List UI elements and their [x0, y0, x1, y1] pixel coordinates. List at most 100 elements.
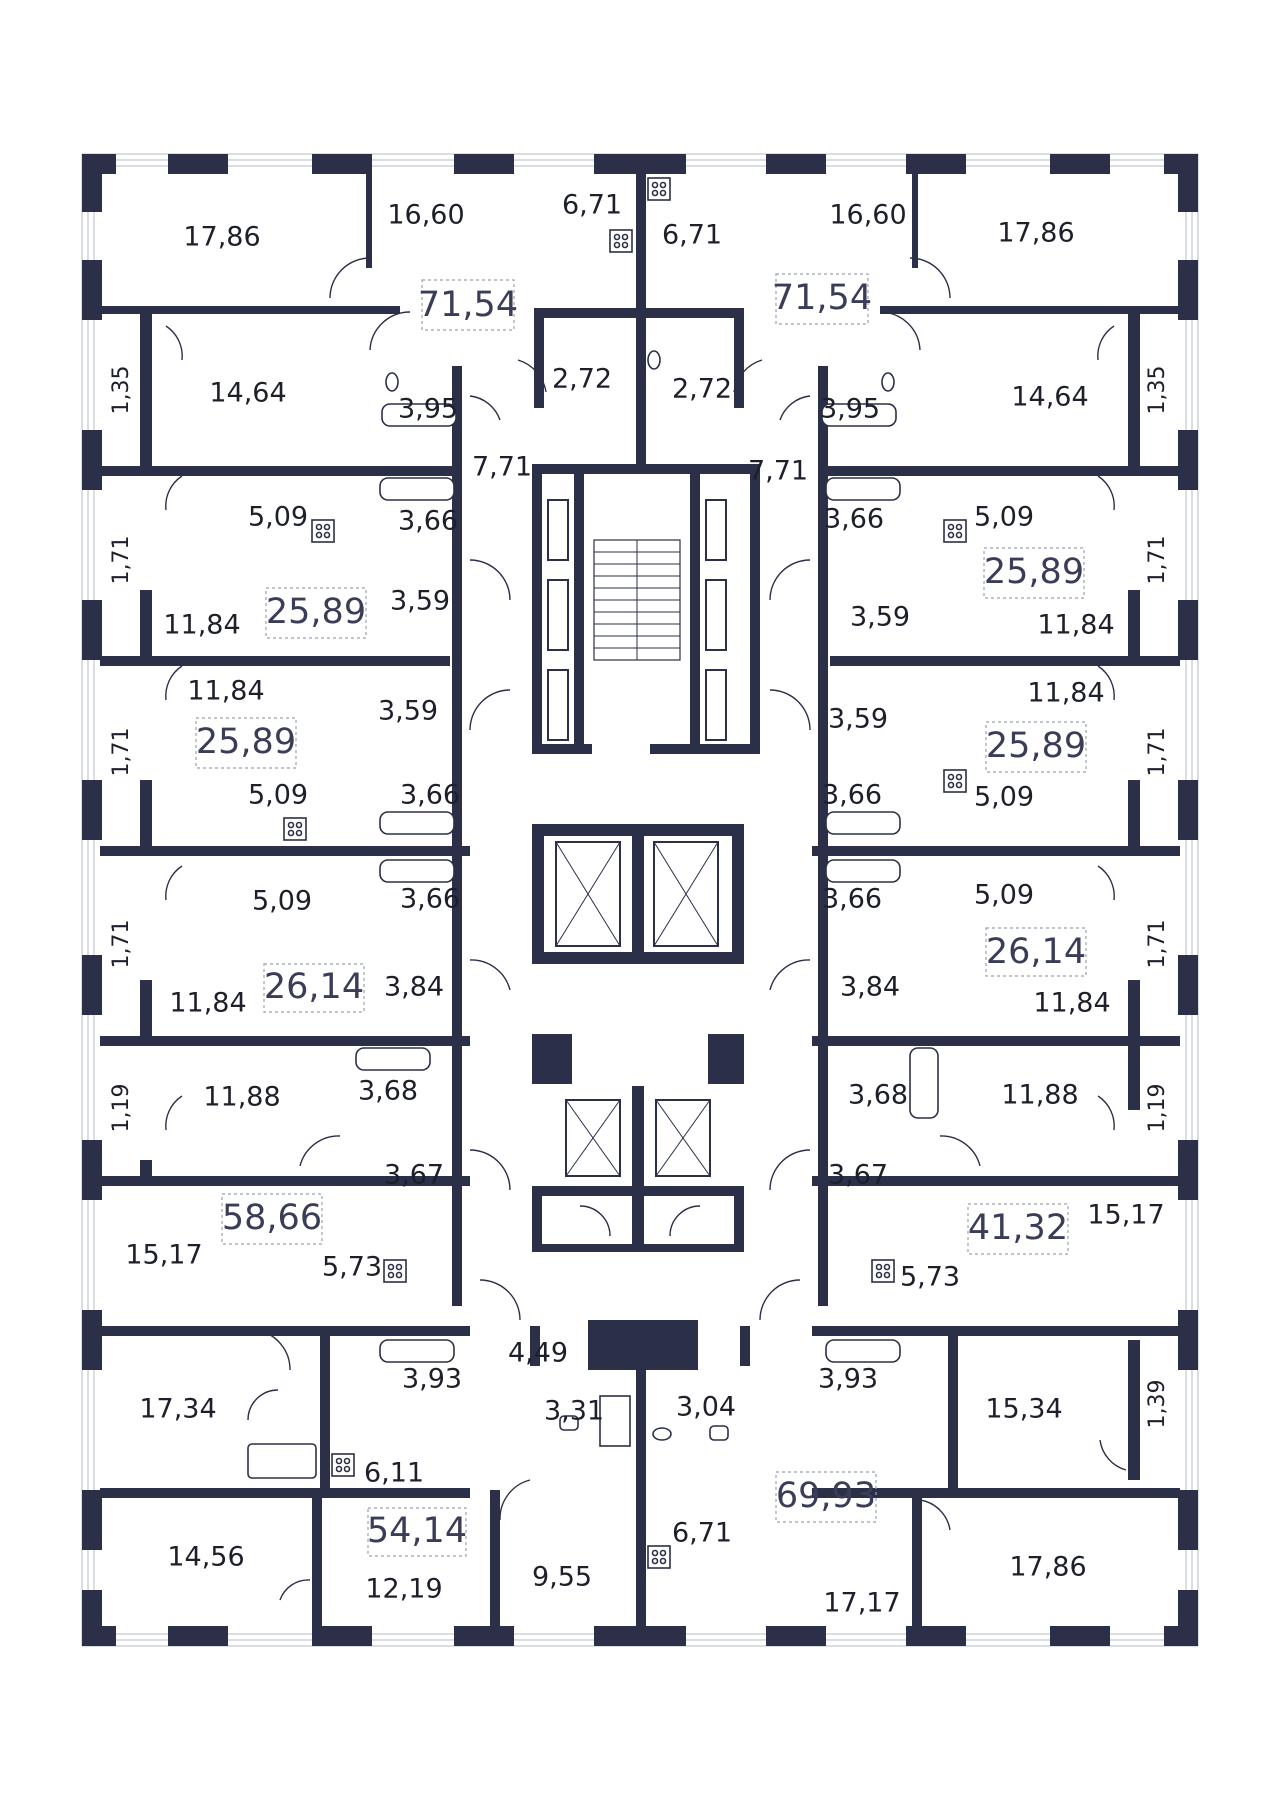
room-area: 3,68: [848, 1080, 908, 1111]
stoves: [283, 177, 967, 1569]
interior-walls: [100, 154, 1180, 1640]
bathtub-icon: [825, 477, 901, 501]
room-area: 9,55: [532, 1562, 592, 1593]
bathtub-icon: [825, 811, 901, 835]
room-area: 6,71: [662, 220, 722, 251]
stair-icon: [593, 539, 681, 661]
room-area: 11,88: [203, 1082, 280, 1113]
bathrooms: [247, 350, 939, 1479]
room-area: 3,59: [850, 602, 910, 633]
room-area: 11,84: [187, 676, 264, 707]
room-area: 3,68: [358, 1076, 418, 1107]
apartment-total: 54,14: [367, 1511, 467, 1551]
balcony-area: 1,71: [1145, 728, 1170, 777]
stove-icon: [383, 1259, 407, 1283]
room-area: 3,31: [544, 1396, 604, 1427]
room-area: 3,66: [822, 884, 882, 915]
room-area: 3,84: [840, 972, 900, 1003]
room-area: 5,09: [248, 780, 308, 811]
apartment-total: 26,14: [986, 932, 1086, 972]
room-area: 3,66: [398, 506, 458, 537]
apartment-total: 58,66: [222, 1198, 322, 1238]
room-area: 5,09: [252, 886, 312, 917]
room-area: 5,09: [974, 880, 1034, 911]
stove-icon: [283, 817, 307, 841]
room-area: 3,04: [676, 1392, 736, 1423]
room-area: 14,64: [1011, 382, 1088, 413]
apartment-total: 25,89: [196, 722, 296, 762]
bathtub-icon: [909, 1047, 939, 1119]
bathtub-icon: [379, 1339, 455, 1363]
room-area: 3,67: [828, 1160, 888, 1191]
toilet-icon: [647, 350, 661, 370]
stove-icon: [609, 229, 633, 253]
room-area: 17,86: [1009, 1552, 1086, 1583]
room-area: 3,66: [822, 780, 882, 811]
bathtub-icon: [379, 859, 455, 883]
room-area: 14,56: [167, 1542, 244, 1573]
room-area: 16,60: [387, 200, 464, 231]
balcony-area: 1,19: [1145, 1084, 1170, 1133]
room-area: 3,84: [384, 972, 444, 1003]
room-area: 3,93: [818, 1364, 878, 1395]
sink-icon: [709, 1425, 729, 1441]
room-area: 3,59: [390, 586, 450, 617]
balcony-area: 1,71: [1145, 536, 1170, 585]
balcony-area: 1,71: [109, 920, 134, 969]
room-area: 17,34: [139, 1394, 216, 1425]
bathtub-icon: [381, 403, 457, 427]
room-area: 6,71: [672, 1518, 732, 1549]
doors: [165, 257, 1127, 1601]
elevator-icon: [565, 1099, 621, 1177]
apartment-total: 71,54: [418, 285, 518, 325]
toilet-icon: [652, 1427, 672, 1441]
room-area: 11,84: [169, 988, 246, 1019]
room-area: 11,88: [1001, 1080, 1078, 1111]
room-area: 5,09: [974, 782, 1034, 813]
bathtub-icon: [355, 1047, 431, 1071]
balcony-area: 1,39: [1145, 1380, 1170, 1429]
room-area: 3,66: [824, 504, 884, 535]
bathtub-icon: [379, 811, 455, 835]
room-area: 16,60: [829, 200, 906, 231]
balcony-area: 1,19: [109, 1084, 134, 1133]
room-area: 3,66: [400, 884, 460, 915]
room-area: 3,93: [402, 1364, 462, 1395]
bathtub-icon: [247, 1443, 317, 1479]
apartment-totals: 71,54 71,54 25,89 25,89 25,89 25,89 26,1…: [195, 273, 1087, 1557]
room-area: 6,11: [364, 1458, 424, 1489]
room-area: 5,09: [974, 502, 1034, 533]
apartment-total: 25,89: [984, 552, 1084, 592]
bathtub-icon: [825, 859, 901, 883]
apartment-total: 25,89: [266, 592, 366, 632]
apartment-total: 41,32: [968, 1208, 1068, 1248]
room-area: 11,84: [163, 610, 240, 641]
shower-icon: [599, 1395, 631, 1447]
bathtub-icon: [379, 477, 455, 501]
room-area: 11,84: [1033, 988, 1110, 1019]
bathtub-icon: [821, 403, 897, 427]
room-area: 14,64: [209, 378, 286, 409]
room-area: 11,84: [1027, 678, 1104, 709]
room-area: 7,71: [748, 456, 808, 487]
room-area: 6,71: [562, 190, 622, 221]
stove-icon: [647, 1545, 671, 1569]
room-area: 3,95: [820, 394, 880, 425]
balcony-labels: 1,35 1,35 1,71 1,71 1,71 1,71 1,71 1,71 …: [109, 366, 1170, 1429]
elevator-core: [532, 824, 744, 1252]
room-area: 12,19: [365, 1574, 442, 1605]
balcony-area: 1,35: [1145, 366, 1170, 415]
room-area: 7,71: [472, 452, 532, 483]
apartment-total: 26,14: [264, 967, 364, 1007]
room-area: 3,66: [400, 780, 460, 811]
room-area: 15,34: [985, 1394, 1062, 1425]
room-area: 3,59: [828, 704, 888, 735]
room-area: 2,72: [672, 374, 732, 405]
stove-icon: [311, 519, 335, 543]
room-area: 15,17: [1087, 1200, 1164, 1231]
stove-icon: [647, 177, 671, 201]
room-area: 17,17: [823, 1588, 900, 1619]
room-area: 5,73: [322, 1252, 382, 1283]
stove-icon: [871, 1259, 895, 1283]
